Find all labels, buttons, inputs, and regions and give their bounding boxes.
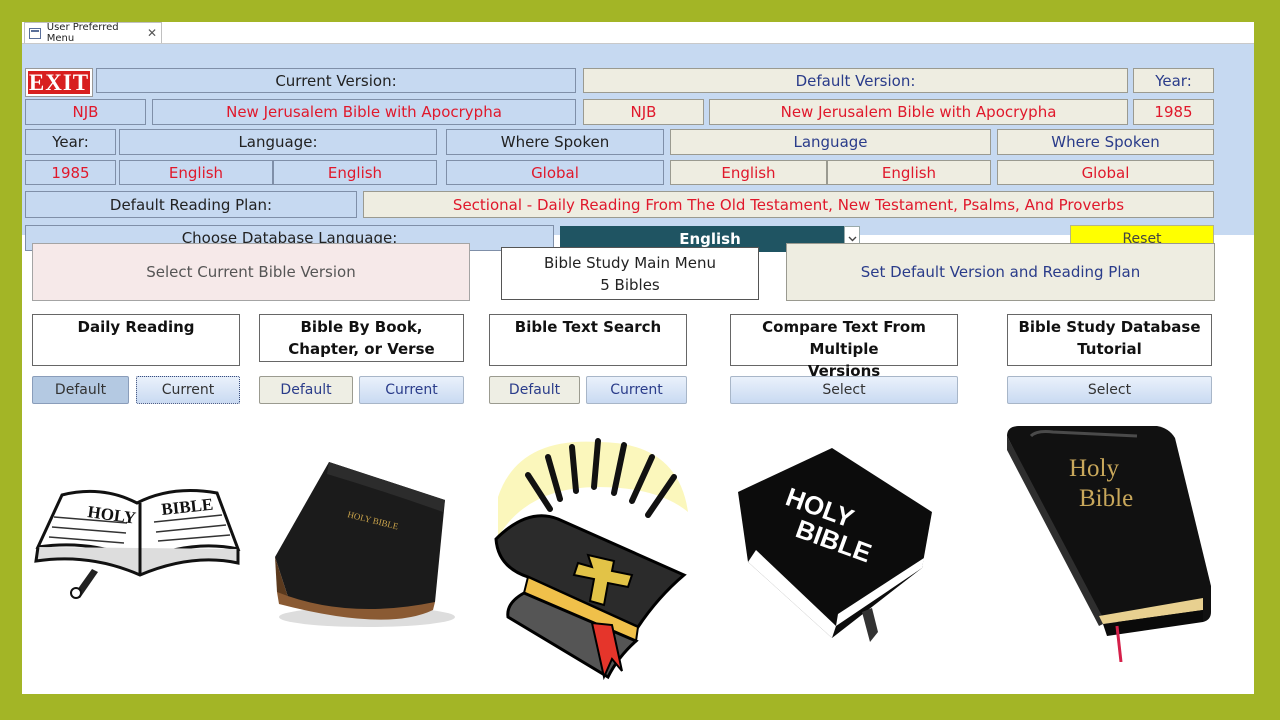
default-year-label: Year: <box>1133 68 1214 93</box>
bible-by-book-default-button[interactable]: Default <box>259 376 353 404</box>
default-version-abbr: NJB <box>583 99 704 125</box>
current-year-value: 1985 <box>25 160 116 185</box>
panel-title: Bible Study Database <box>1018 318 1201 336</box>
app-window: User Preferred Menu ✕ EXIT Current Versi… <box>22 22 1254 694</box>
default-where-spoken-label: Where Spoken <box>997 129 1214 155</box>
default-language-label: Language <box>670 129 991 155</box>
panel-text-search: Bible Text Search <box>489 314 687 366</box>
current-version-label: Current Version: <box>96 68 576 93</box>
panel-compare-versions: Compare Text From Multiple Versions <box>730 314 958 380</box>
panel-title: Bible Text Search <box>514 318 662 336</box>
holy-bible-bw-icon[interactable]: HOLY BIBLE <box>732 442 942 642</box>
close-icon[interactable]: ✕ <box>146 26 157 40</box>
panel-title: Compare Text From Multiple <box>762 318 926 358</box>
panel-bible-by-book: Bible By Book, Chapter, or Verse <box>259 314 464 362</box>
daily-reading-default-button[interactable]: Default <box>32 376 129 404</box>
reading-plan-label: Default Reading Plan: <box>25 191 357 218</box>
open-bible-icon[interactable]: HOLY BIBLE <box>32 477 242 602</box>
panel-title-line2: Tutorial <box>1077 340 1142 358</box>
book5-line2-text: Bible <box>1079 485 1133 512</box>
text-search-default-button[interactable]: Default <box>489 376 580 404</box>
daily-reading-current-button[interactable]: Current <box>136 376 240 404</box>
current-where-spoken-value: Global <box>446 160 664 185</box>
current-where-spoken-label: Where Spoken <box>446 129 664 155</box>
tab-label: User Preferred Menu <box>46 22 119 44</box>
reading-plan-value: Sectional - Daily Reading From The Old T… <box>363 191 1214 218</box>
set-default-version-button[interactable]: Set Default Version and Reading Plan <box>786 243 1215 301</box>
panel-title: Daily Reading <box>77 318 195 336</box>
book5-line1-text: Holy <box>1069 455 1120 482</box>
default-where-spoken-value: Global <box>997 160 1214 185</box>
panel-tutorial: Bible Study Database Tutorial <box>1007 314 1212 366</box>
tab-user-preferred-menu[interactable]: User Preferred Menu ✕ <box>24 22 162 44</box>
tab-bar: User Preferred Menu ✕ <box>22 22 1254 44</box>
exit-button[interactable]: EXIT <box>26 69 92 96</box>
current-language-value-2: English <box>273 160 437 185</box>
leather-bible-icon[interactable]: HOLY BIBLE <box>267 452 457 632</box>
current-year-label: Year: <box>25 129 116 155</box>
default-language-value-1: English <box>670 160 827 185</box>
current-language-label: Language: <box>119 129 437 155</box>
holy-bible-black-icon[interactable]: Holy Bible <box>1007 426 1212 662</box>
bible-with-cross-icon[interactable] <box>488 427 693 682</box>
default-version-year: 1985 <box>1133 99 1214 125</box>
main-menu-bible-count: 5 Bibles <box>600 275 660 294</box>
panel-title-line2: Versions <box>807 362 881 380</box>
select-current-version-button[interactable]: Select Current Bible Version <box>32 243 470 301</box>
main-menu-title: Bible Study Main Menu 5 Bibles <box>501 247 759 300</box>
main-menu-title-line1: Bible Study Main Menu <box>544 253 716 272</box>
header-panel: EXIT Current Version: Default Version: Y… <box>22 44 1254 252</box>
bible-by-book-current-button[interactable]: Current <box>359 376 464 404</box>
compare-select-button[interactable]: Select <box>730 376 958 404</box>
panel-title: Bible By Book, <box>300 318 423 336</box>
text-search-current-button[interactable]: Current <box>586 376 687 404</box>
default-language-value-2: English <box>827 160 991 185</box>
default-version-label: Default Version: <box>583 68 1128 93</box>
tutorial-select-button[interactable]: Select <box>1007 376 1212 404</box>
current-language-value-1: English <box>119 160 273 185</box>
current-version-name: New Jerusalem Bible with Apocrypha <box>152 99 576 125</box>
panel-daily-reading: Daily Reading <box>32 314 240 366</box>
form-icon <box>29 27 41 39</box>
panel-title-line2: Chapter, or Verse <box>288 340 435 358</box>
default-version-name: New Jerusalem Bible with Apocrypha <box>709 99 1128 125</box>
current-version-abbr: NJB <box>25 99 146 125</box>
